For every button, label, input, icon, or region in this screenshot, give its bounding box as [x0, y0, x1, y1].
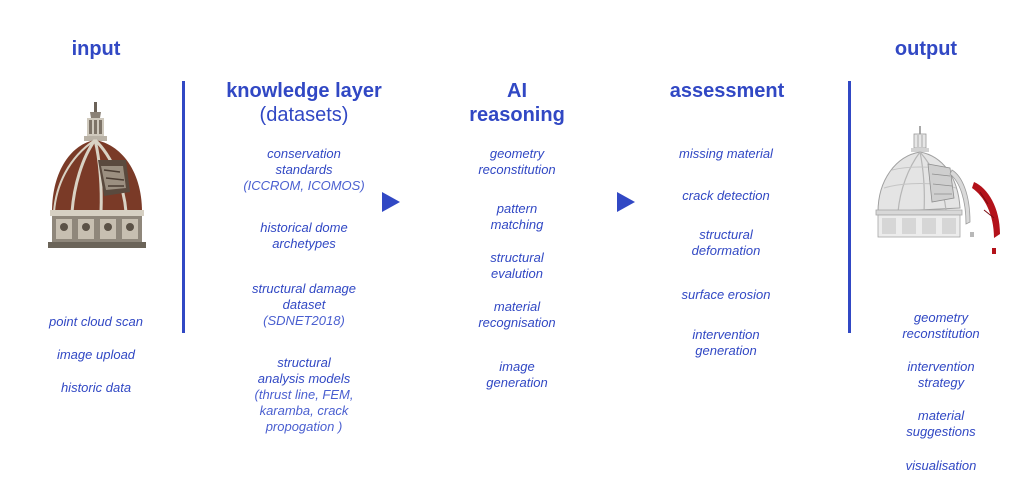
arrow-to-assessment	[617, 192, 635, 212]
reasoning-title-line2: reasoning	[469, 104, 565, 126]
output-item-line: reconstitution	[902, 326, 980, 341]
output-item-line: strategy	[917, 375, 965, 390]
output-item-line: suggestions	[906, 424, 976, 439]
knowledge-item-detail: (ICCROM, ICOMOS)	[243, 178, 365, 193]
knowledge-item-line: historical dome	[260, 220, 348, 235]
arrow-to-reasoning	[382, 192, 400, 212]
knowledge-item-line: archetypes	[272, 236, 336, 251]
knowledge-title: knowledge layer (datasets)	[204, 79, 404, 127]
knowledge-item-line: standards	[275, 162, 333, 177]
output-dome-image	[870, 122, 1010, 262]
input-dome-image	[38, 100, 158, 260]
divider-output	[848, 81, 851, 333]
reasoning-item-line: structural	[490, 250, 544, 265]
reasoning-title-line1: AI	[507, 80, 527, 102]
assessment-title: assessment	[669, 80, 785, 102]
knowledge-item-detail: karamba, crack	[259, 403, 349, 418]
output-item-visualisation: visualisation	[866, 458, 1016, 474]
input-item-point-cloud-scan: point cloud scan	[49, 314, 143, 329]
reasoning-item-line: material	[493, 299, 541, 314]
output-item-line: geometry	[913, 310, 969, 325]
assessment-item-line: structural	[699, 227, 753, 242]
output-item-material-suggestions: material suggestions	[866, 408, 1016, 440]
output-item-line: visualisation	[905, 458, 977, 473]
knowledge-item-line: analysis models	[257, 371, 351, 386]
reasoning-item-line: pattern	[496, 201, 538, 216]
knowledge-item-conservation-standards: conservation standards (ICCROM, ICOMOS)	[199, 146, 409, 194]
reasoning-item-line: reconstitution	[478, 162, 556, 177]
reasoning-item-line: matching	[490, 217, 544, 232]
divider-input	[182, 81, 185, 333]
knowledge-item-structural-damage-dataset: structural damage dataset (SDNET2018)	[199, 281, 409, 329]
reasoning-item-pattern-matching: pattern matching	[442, 201, 592, 233]
reasoning-item-line: generation	[486, 375, 548, 390]
assessment-item-line: crack detection	[682, 188, 770, 203]
assessment-item-surface-erosion: surface erosion	[645, 287, 807, 303]
knowledge-item-historical-dome-archetypes: historical dome archetypes	[199, 220, 409, 252]
output-title: output	[894, 38, 958, 60]
reasoning-item-line: evalution	[490, 266, 544, 281]
reasoning-item-structural-evalution: structural evalution	[442, 250, 592, 282]
assessment-item-line: missing material	[679, 146, 773, 161]
assessment-item-line: surface erosion	[681, 287, 771, 302]
assessment-item-line: intervention	[692, 327, 760, 342]
input-item-image-upload: image upload	[56, 347, 136, 362]
reasoning-title: AI reasoning	[447, 79, 587, 127]
reasoning-item-geometry-reconstitution: geometry reconstitution	[442, 146, 592, 178]
output-item-intervention-strategy: intervention strategy	[866, 359, 1016, 391]
assessment-item-structural-deformation: structural deformation	[645, 227, 807, 259]
reasoning-item-line: geometry	[489, 146, 545, 161]
output-item-line: material	[917, 408, 965, 423]
input-title: input	[71, 38, 121, 60]
assessment-item-line: deformation	[691, 243, 761, 258]
knowledge-item-line: structural	[277, 355, 331, 370]
reasoning-item-line: image	[499, 359, 535, 374]
assessment-item-line: generation	[695, 343, 757, 358]
reasoning-item-line: recognisation	[478, 315, 556, 330]
knowledge-item-line: structural damage	[251, 281, 357, 296]
knowledge-item-detail: (SDNET2018)	[263, 313, 345, 328]
reasoning-item-material-recognisation: material recognisation	[442, 299, 592, 331]
assessment-item-crack-detection: crack detection	[645, 188, 807, 204]
knowledge-title-line2: (datasets)	[259, 104, 349, 126]
knowledge-item-detail: propogation )	[265, 419, 343, 434]
reasoning-item-image-generation: image generation	[442, 359, 592, 391]
assessment-item-intervention-generation: intervention generation	[645, 327, 807, 359]
knowledge-title-line1: knowledge layer	[226, 80, 382, 102]
output-item-line: intervention	[907, 359, 975, 374]
output-item-geometry-reconstitution: geometry reconstitution	[866, 310, 1016, 342]
input-item-historic-data: historic data	[60, 380, 132, 395]
knowledge-item-structural-analysis-models: structural analysis models (thrust line,…	[199, 355, 409, 435]
assessment-item-missing-material: missing material	[645, 146, 807, 162]
knowledge-item-line: conservation	[267, 146, 341, 161]
knowledge-item-detail: (thrust line, FEM,	[254, 387, 354, 402]
knowledge-item-line: dataset	[282, 297, 326, 312]
